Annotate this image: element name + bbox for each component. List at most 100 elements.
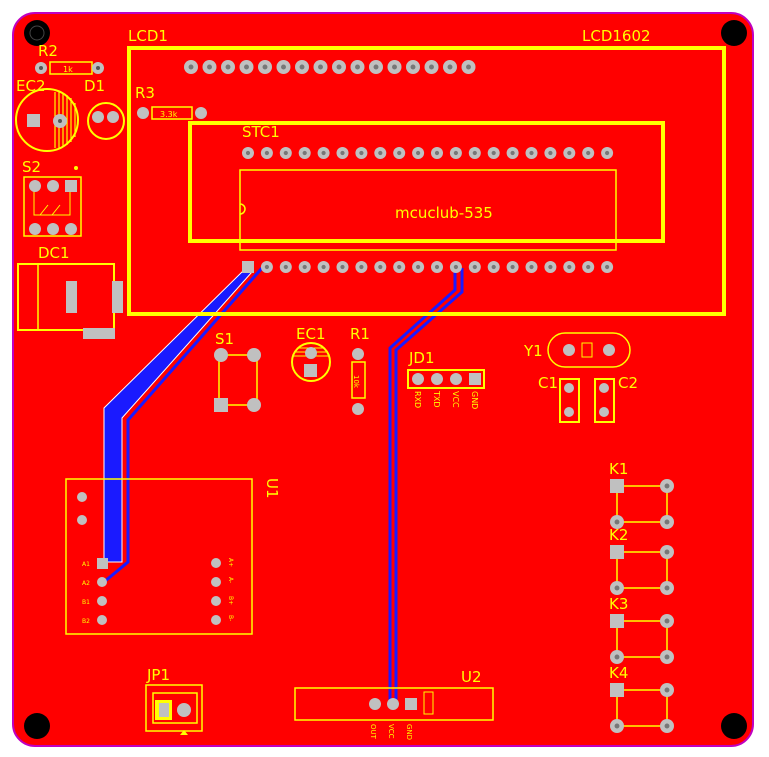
k1-label: K1: [609, 460, 628, 478]
pad-hole: [188, 64, 194, 70]
ec2-label: EC2: [16, 77, 46, 95]
pad-hole: [264, 150, 269, 156]
k2-label: K2: [609, 526, 628, 544]
pad-hole: [447, 64, 453, 70]
pad-hole: [548, 264, 553, 270]
pad-hole: [614, 519, 620, 525]
pad-hole: [614, 585, 620, 591]
u2-pin-out: OUT: [369, 724, 377, 740]
pad-hole: [397, 264, 402, 270]
u1-pin-b1: B1: [82, 599, 90, 606]
pad-hole: [664, 687, 670, 693]
r1-value: 10k: [352, 375, 360, 389]
u1-pin-b-plus: B+: [227, 596, 234, 605]
pad-hole: [472, 264, 477, 270]
u2-pin-vcc: VCC: [387, 724, 395, 739]
pad-hole: [614, 654, 620, 660]
jd1-pin-txd: TXD: [432, 390, 441, 408]
u1-pin-a-plus: A+: [227, 558, 234, 567]
pad-hole: [225, 64, 231, 70]
pad-hole: [392, 64, 397, 70]
r2-label: R2: [38, 42, 58, 60]
y1-label: Y1: [523, 342, 543, 360]
u1-pin-b2: B2: [82, 618, 90, 625]
pad-hole: [510, 150, 515, 156]
pad-hole: [664, 723, 670, 729]
pad-hole: [605, 264, 610, 270]
pad-hole: [207, 64, 212, 70]
pad-hole: [302, 150, 307, 156]
u2-pin-gnd: GND: [405, 724, 413, 740]
k2-outline: [616, 551, 668, 589]
mcu-body: [239, 169, 617, 251]
jd1-pin-vcc: VCC: [451, 391, 460, 408]
k3-pad: [610, 614, 624, 628]
pad-hole: [359, 150, 364, 156]
jd1-label: JD1: [408, 349, 435, 367]
pad-hole: [429, 64, 434, 70]
stc1-top-pads: [242, 147, 614, 159]
stc1-bottom-pads: [242, 261, 614, 273]
pad-hole: [244, 64, 249, 70]
pad-hole: [378, 150, 383, 156]
pad-hole: [336, 64, 342, 70]
pad-hole: [664, 519, 670, 525]
k4-label: K4: [609, 664, 628, 682]
pad-hole: [264, 264, 269, 270]
jd1-pin-rxd: RXD: [413, 391, 422, 408]
dc1-label: DC1: [38, 244, 70, 262]
k3-outline: [616, 620, 668, 658]
pad-hole: [664, 654, 670, 660]
lcd1-outline: [127, 46, 726, 316]
r2-value: 1k: [63, 65, 73, 74]
k4-outline: [616, 689, 668, 727]
k3-label: K3: [609, 595, 628, 613]
pad-hole: [302, 264, 307, 270]
pad-hole: [586, 150, 591, 156]
k1-outline: [616, 485, 668, 523]
s1-label: S1: [215, 330, 234, 348]
pad-hole: [664, 585, 670, 591]
pad-hole: [378, 264, 383, 270]
r3-value: 3.3k: [160, 110, 178, 119]
mounting-holes: [24, 20, 747, 739]
r3-label: R3: [135, 84, 155, 102]
pad-hole: [281, 64, 286, 70]
stc-pad: [242, 261, 254, 273]
u1-outline: [65, 478, 253, 635]
pad-hole: [491, 150, 496, 156]
u2-outline: [294, 687, 494, 721]
pad-hole: [410, 64, 416, 70]
r1-label: R1: [350, 325, 370, 343]
c1-label: C1: [538, 374, 558, 392]
k4-pad: [610, 683, 624, 697]
pad-hole: [529, 150, 534, 156]
d1-label: D1: [84, 77, 105, 95]
pad-hole: [434, 264, 440, 270]
pad-hole: [548, 150, 553, 156]
pad-hole: [567, 150, 572, 156]
lcd1-pads: [184, 60, 476, 74]
u1-label: U1: [263, 478, 281, 499]
pad-hole: [283, 150, 288, 156]
pad-hole: [283, 264, 288, 270]
mcu-label: mcuclub-535: [395, 204, 493, 222]
lcd1-label: LCD1: [128, 27, 168, 45]
pad-hole: [340, 264, 345, 270]
pad-hole: [664, 549, 670, 555]
jd1-pin-gnd: GND: [470, 391, 479, 409]
pad-hole: [321, 264, 326, 270]
s2-label: S2: [22, 158, 41, 176]
u1-pin-b-minus: B-: [227, 615, 234, 621]
pad-hole: [529, 264, 534, 270]
pad-hole: [299, 64, 305, 70]
pad-hole: [397, 150, 402, 156]
u1-pin-a1: A1: [82, 561, 90, 568]
pad-hole: [472, 150, 477, 156]
u1-pin-a2: A2: [82, 580, 90, 587]
k1-pad: [610, 479, 624, 493]
pad-hole: [340, 150, 345, 156]
pad-hole: [245, 150, 251, 156]
